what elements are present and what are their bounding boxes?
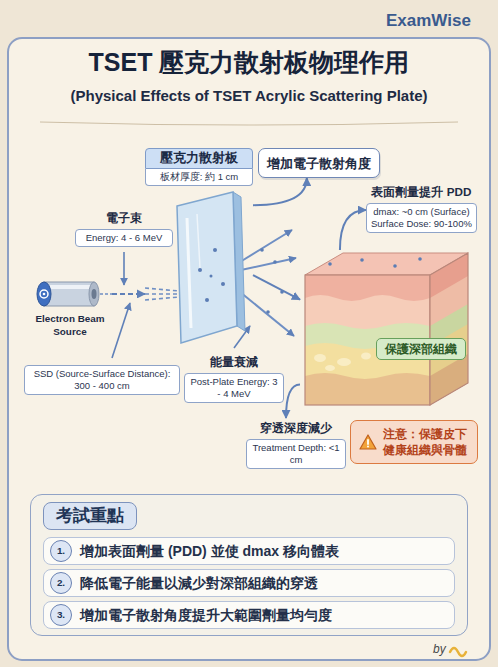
callout-number: 1. xyxy=(50,540,72,562)
callout-number: 3. xyxy=(50,604,72,626)
plate-title: 壓克力散射板 xyxy=(145,148,253,169)
energy-label: 能量衰減 Post-Plate Energy: 3 - 4 MeV xyxy=(184,352,284,403)
tissue-block-art xyxy=(300,250,484,410)
key-point-text: 增加表面劑量 (PDD) 並使 dmax 移向體表 xyxy=(80,538,339,564)
warning-box: 注意：保護皮下 健康組織與骨髓 xyxy=(350,420,478,464)
ssd-box: SSD (Source-Surface Distance): 300 - 400… xyxy=(24,365,180,395)
post-plate-energy: Post-Plate Energy: 3 - 4 MeV xyxy=(189,376,279,400)
text-frame: Post-Plate Energy: 3 - 4 MeV xyxy=(184,373,284,403)
connector xyxy=(253,275,300,300)
credit-text: by xyxy=(433,642,446,656)
brand-name: ExamWise xyxy=(386,10,471,32)
key-point-row: 降低電子能量以減少對深部組織的穿透 2. xyxy=(43,569,455,597)
connector xyxy=(112,293,145,295)
text-frame: 板材厚度: 約 1 cm xyxy=(145,169,253,186)
subtitle-text: (Physical Effects of TSET Acrylic Scatte… xyxy=(0,86,498,106)
text-frame: Energy: 4 - 6 MeV xyxy=(75,229,173,247)
key-point-row: 增加表面劑量 (PDD) 並使 dmax 移向體表 1. xyxy=(43,537,455,565)
key-point-text: 降低電子能量以減少對深部組織的穿透 xyxy=(80,570,318,596)
treatment-depth: Treatment Depth: <1 cm xyxy=(251,442,341,466)
text-frame: dmax: ~0 cm (Surface)Surface Dose: 90-10… xyxy=(366,203,477,233)
warning-text: 注意：保護皮下 健康組織與骨髓 xyxy=(381,426,469,458)
pdd-label: 表面劑量提升 PDD dmax: ~0 cm (Surface)Surface D… xyxy=(366,182,477,233)
number-text: 1. xyxy=(51,541,71,560)
connector xyxy=(253,178,307,205)
text-frame: Treatment Depth: <1 cm xyxy=(246,439,346,469)
callout-number: 2. xyxy=(50,572,72,594)
connector xyxy=(340,210,366,250)
beam-label: 電子束 Energy: 4 - 6 MeV xyxy=(75,208,173,247)
ssd-value: SSD (Source-Surface Distance): 300 - 400… xyxy=(29,368,175,392)
depth-title: 穿透深度減少 xyxy=(246,418,346,436)
protect-badge: 保護深部組織 xyxy=(376,338,466,360)
title-text: TSET 壓克力散射板物理作用 xyxy=(0,46,498,78)
beam-source: Electron Beam Source xyxy=(28,270,112,345)
key-points-panel: 考試重點增加表面劑量 (PDD) 並使 dmax 移向體表 1. 降低電子能量以減少… xyxy=(30,494,468,636)
panel-heading: 考試重點 xyxy=(43,502,137,530)
number-text: 3. xyxy=(51,605,71,624)
key-point-text: 增加電子散射角度提升大範圍劑量均勻度 xyxy=(80,602,332,628)
beam-energy: Energy: 4 - 6 MeV xyxy=(80,232,168,244)
key-point-row: 增加電子散射角度提升大範圍劑量均勻度 3. xyxy=(43,601,455,629)
connector xyxy=(286,384,300,418)
page-frame xyxy=(8,38,490,660)
effect-text: 增加電子散射角度 xyxy=(267,154,371,172)
effect-box: 增加電子散射角度 xyxy=(258,148,380,178)
number-text: 2. xyxy=(51,573,71,592)
dmax-value: dmax: ~0 cm (Surface) xyxy=(371,206,472,218)
surface-dose-value: Surface Dose: 90-100% xyxy=(371,218,472,230)
source-name: Electron Beam Source xyxy=(28,312,112,338)
energy-title: 能量衰減 xyxy=(184,352,284,370)
beam-title: 電子束 xyxy=(75,208,173,226)
tissue-block: 保護深部組織 xyxy=(300,250,484,410)
pdd-title: 表面劑量提升 PDD xyxy=(366,182,477,200)
warning-icon xyxy=(359,434,377,450)
depth-label: 穿透深度減少 Treatment Depth: <1 cm xyxy=(246,418,346,469)
divider-line xyxy=(40,122,458,125)
plate-spec: 板材厚度: 約 1 cm xyxy=(150,171,248,183)
logo-mark xyxy=(450,648,466,656)
